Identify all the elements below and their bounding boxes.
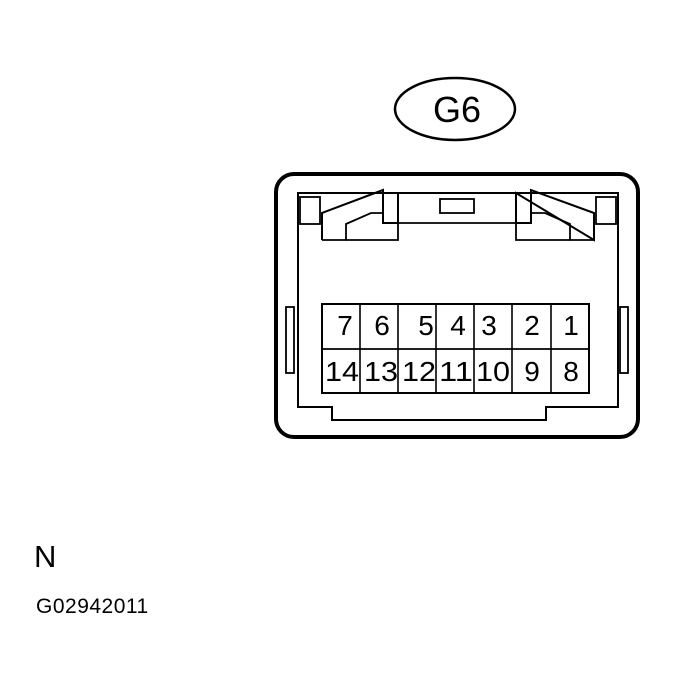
pin-13: 13 bbox=[364, 356, 398, 387]
pin-2: 2 bbox=[524, 310, 540, 341]
pin-4: 4 bbox=[450, 310, 466, 341]
pin-14: 14 bbox=[325, 356, 359, 387]
pin-3: 3 bbox=[481, 310, 497, 341]
view-letter: N bbox=[34, 539, 57, 574]
right-side-guide bbox=[595, 196, 617, 225]
lock-notch bbox=[439, 198, 475, 214]
pin-10: 10 bbox=[476, 356, 510, 387]
right-key bbox=[619, 306, 629, 374]
pin-11: 11 bbox=[439, 356, 473, 387]
pin-9: 9 bbox=[524, 356, 540, 387]
figure-code: G02942011 bbox=[36, 595, 149, 618]
pin-1: 1 bbox=[563, 310, 579, 341]
connector-name: G6 bbox=[433, 89, 481, 130]
pin-12: 12 bbox=[402, 356, 436, 387]
pin-8: 8 bbox=[563, 356, 579, 387]
left-side-guide bbox=[299, 196, 321, 225]
left-key bbox=[285, 306, 295, 374]
housing-inner-frame bbox=[297, 192, 619, 421]
pin-7: 7 bbox=[337, 310, 353, 341]
connector-label-oval bbox=[393, 76, 517, 142]
pin-6: 6 bbox=[374, 310, 390, 341]
pin-5: 5 bbox=[418, 310, 434, 341]
